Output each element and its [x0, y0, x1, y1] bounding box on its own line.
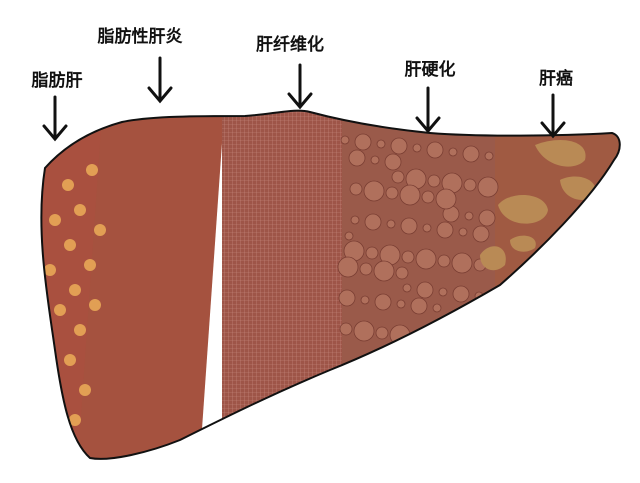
fat-droplet — [54, 304, 66, 316]
nodule — [402, 283, 412, 293]
label-fibrosis: 肝纤维化 — [256, 35, 324, 55]
arrow-down-icon — [540, 93, 566, 139]
nodule — [353, 320, 375, 342]
nodule — [478, 209, 496, 227]
nodule — [373, 260, 395, 282]
nodule — [399, 184, 421, 206]
nodule — [448, 147, 458, 157]
nodule — [339, 322, 353, 336]
nodule — [484, 151, 494, 161]
arrow-down-icon — [287, 63, 313, 110]
nodule — [396, 299, 406, 309]
stage-steatohepatitis — [76, 110, 226, 459]
nodule — [421, 190, 435, 204]
nodule — [374, 293, 392, 311]
nodule — [350, 215, 360, 225]
nodule — [452, 285, 470, 303]
fat-droplet — [84, 259, 96, 271]
nodule — [410, 297, 428, 315]
nodule — [415, 248, 437, 270]
arrow-down-icon — [415, 86, 441, 134]
nodule — [370, 155, 380, 165]
fat-droplet — [94, 224, 106, 236]
label-cirrhosis: 肝硬化 — [404, 60, 456, 80]
fat-droplet — [64, 354, 76, 366]
nodule — [422, 223, 432, 233]
fat-droplets — [44, 164, 106, 426]
fat-droplet — [69, 414, 81, 426]
nodule — [461, 332, 483, 354]
fat-droplet — [74, 204, 86, 216]
nodule — [386, 219, 396, 229]
fat-droplet — [64, 239, 76, 251]
fat-droplet — [69, 284, 81, 296]
cirrhosis-nodules — [337, 133, 499, 354]
tumor-patches — [480, 140, 596, 271]
nodule — [483, 338, 497, 352]
nodule — [400, 217, 418, 235]
nodule — [385, 186, 399, 200]
nodule — [464, 211, 474, 221]
nodule — [376, 139, 386, 149]
nodule — [432, 303, 442, 313]
nodule — [364, 213, 382, 231]
nodule — [384, 153, 402, 171]
nodule — [425, 328, 447, 350]
nodule — [337, 256, 359, 278]
nodule — [348, 149, 366, 167]
nodule — [472, 225, 490, 243]
nodule — [437, 254, 451, 268]
nodule — [435, 188, 457, 210]
nodule — [338, 289, 356, 307]
nodule — [438, 287, 448, 297]
nodule — [401, 250, 415, 264]
nodule — [451, 252, 473, 274]
nodule — [375, 326, 389, 340]
fat-droplet — [44, 264, 56, 276]
arrow-down-icon — [147, 56, 173, 104]
nodule — [458, 227, 468, 237]
nodule — [349, 182, 363, 196]
nodule — [344, 231, 354, 241]
nodule — [416, 281, 434, 299]
nodule — [354, 133, 372, 151]
fat-droplet — [74, 324, 86, 336]
nodule — [412, 143, 422, 153]
nodule — [363, 180, 385, 202]
fat-droplet — [62, 179, 74, 191]
nodule — [391, 170, 405, 184]
label-fatty-liver: 脂肪肝 — [31, 71, 83, 91]
label-liver-cancer: 肝癌 — [539, 69, 573, 89]
nodule — [360, 295, 370, 305]
nodule — [359, 262, 373, 276]
nodule — [426, 141, 444, 159]
nodule — [477, 176, 499, 198]
nodule — [436, 221, 454, 239]
arrow-down-icon — [42, 95, 68, 142]
nodule — [462, 145, 480, 163]
liver-outline — [40, 109, 621, 460]
nodule — [467, 316, 489, 338]
stage-fibrosis — [222, 110, 347, 459]
fat-droplet — [79, 384, 91, 396]
nodule — [427, 174, 441, 188]
fat-droplet — [89, 299, 101, 311]
nodule — [453, 318, 467, 332]
nodule — [340, 135, 350, 145]
nodule — [447, 334, 461, 348]
fat-droplet — [49, 214, 61, 226]
nodule — [395, 266, 409, 280]
nodule — [365, 246, 379, 260]
nodule — [390, 137, 408, 155]
label-steatohepatitis: 脂肪性肝炎 — [97, 27, 183, 47]
fat-droplet — [86, 164, 98, 176]
nodule — [463, 178, 477, 192]
